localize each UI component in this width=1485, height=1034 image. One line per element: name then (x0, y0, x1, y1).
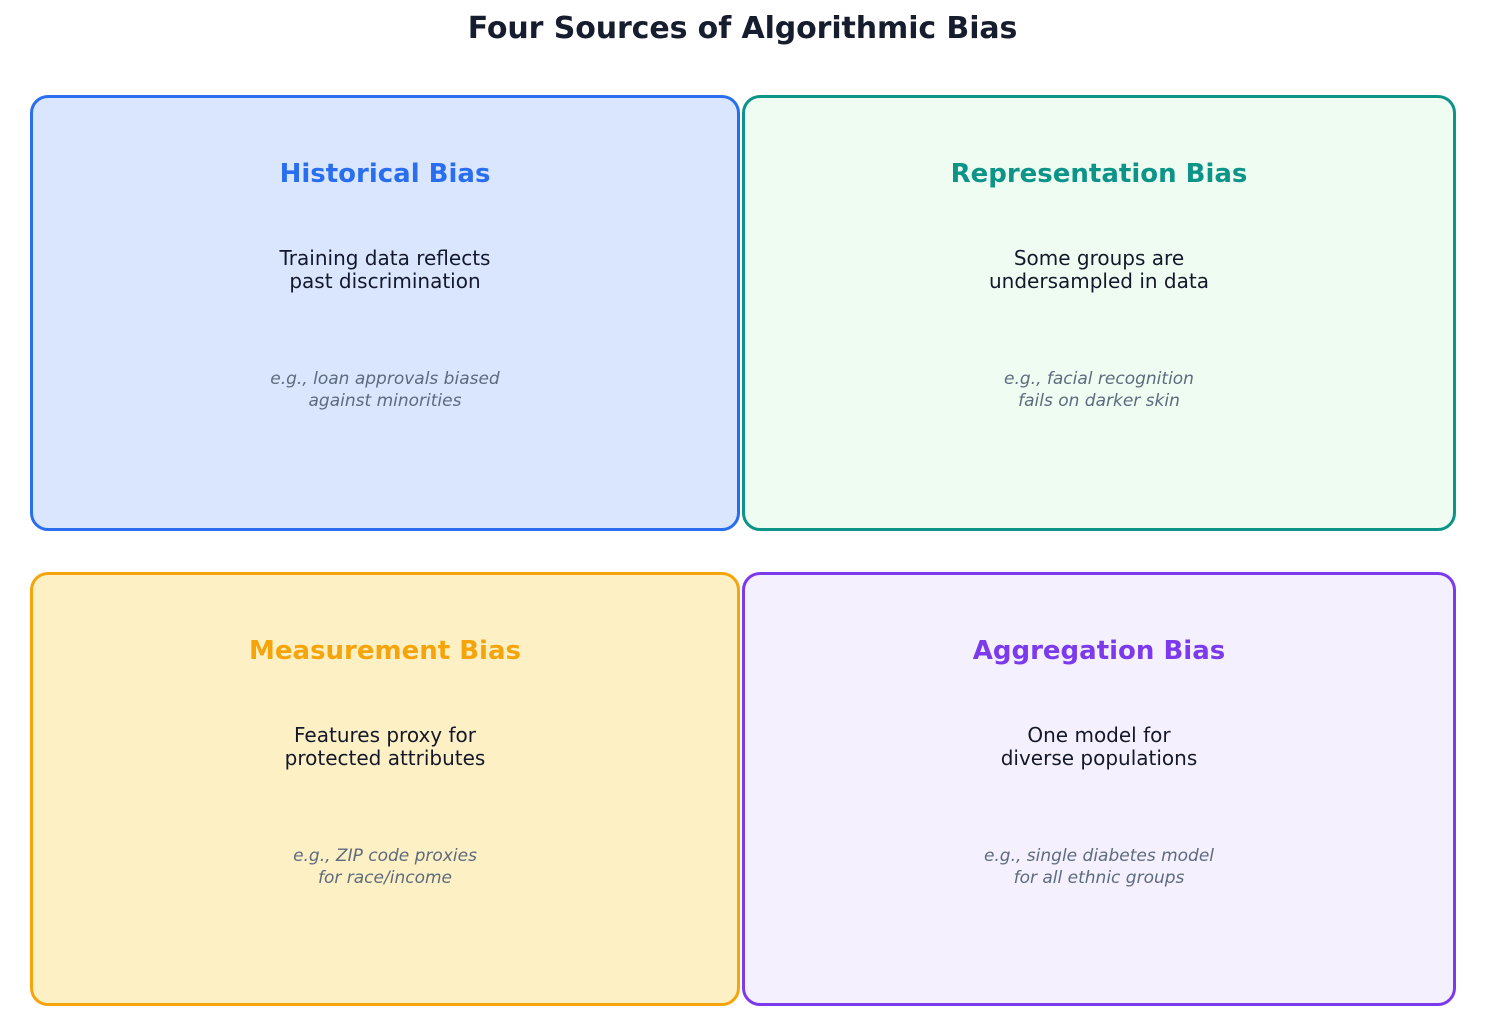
card-description: Some groups are undersampled in data (989, 245, 1209, 293)
card-title: Aggregation Bias (972, 636, 1226, 666)
card-title: Representation Bias (950, 159, 1248, 189)
page-title: Four Sources of Algorithmic Bias (467, 11, 1018, 46)
card-description: Features proxy for protected attributes (284, 722, 486, 770)
card-description: One model for diverse populations (1000, 722, 1198, 770)
bias-card-measurement: Measurement Bias Features proxy for prot… (30, 572, 740, 1006)
card-example: e.g., loan approvals biased against mino… (270, 368, 500, 412)
bias-card-aggregation: Aggregation Bias One model for diverse p… (742, 572, 1456, 1006)
card-example: e.g., facial recognition fails on darker… (1004, 368, 1194, 412)
bias-card-representation: Representation Bias Some groups are unde… (742, 95, 1456, 531)
card-title: Historical Bias (279, 159, 491, 189)
bias-card-historical: Historical Bias Training data reflects p… (30, 95, 740, 531)
card-example: e.g., ZIP code proxies for race/income (293, 845, 477, 889)
card-example: e.g., single diabetes model for all ethn… (983, 845, 1215, 889)
card-description: Training data reflects past discriminati… (279, 245, 491, 293)
card-title: Measurement Bias (249, 636, 521, 666)
